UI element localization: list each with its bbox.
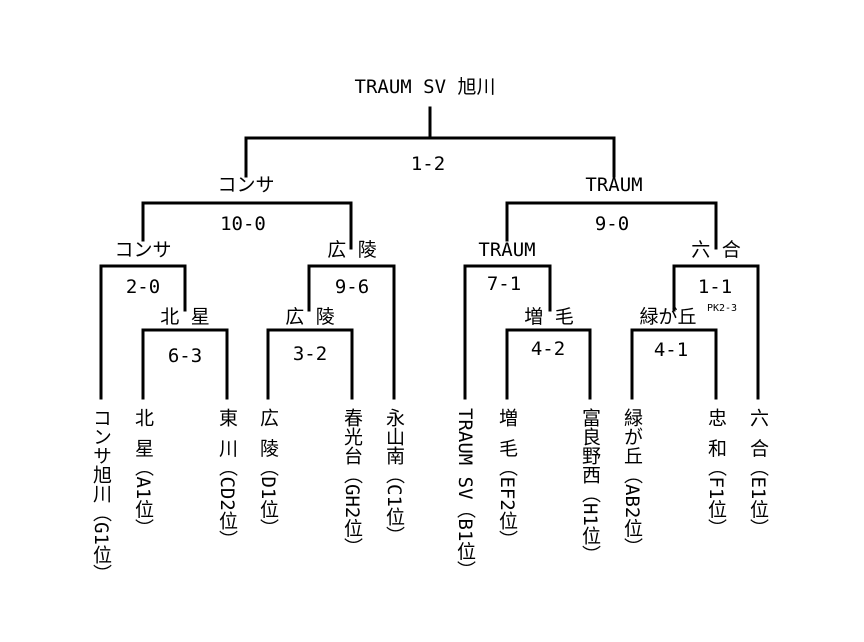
quarter-4-pk-note: PK2-3 (707, 303, 737, 314)
round1-4-line (630, 328, 718, 400)
semi-1-winner: コンサ (217, 174, 274, 196)
semi-right-line (505, 201, 718, 250)
team-higashikawa: 東 川（CD2位） (216, 408, 238, 549)
team-konsa-asahikawa: コンサ旭川（G1位） (90, 408, 112, 583)
round1-2-score: 3-2 (293, 343, 327, 365)
round1-3-score: 4-2 (531, 338, 565, 360)
team-nagayamaminami: 永山南（C1位） (383, 408, 405, 545)
champion-label: TRAUM SV 旭川 (355, 76, 496, 98)
semi-left-line (141, 201, 353, 250)
team-list: コンサ旭川（G1位） 北 星（A1位） 東 川（CD2位） 広 陵（D1位） 春… (90, 408, 769, 583)
round1-2-winner: 広 陵 (285, 306, 334, 328)
round1-1-winner: 北 星 (160, 306, 209, 328)
quarter-4-line (672, 264, 760, 400)
round1-4-score: 4-1 (654, 339, 688, 361)
quarter-4-winner: 六 合 (691, 239, 740, 261)
team-mashike: 増 毛（EF2位） (496, 408, 518, 549)
team-rokugo: 六 合（E1位） (747, 408, 769, 538)
team-midorigaoka: 緑が丘（AB2位） (621, 408, 643, 557)
quarter-3-line (463, 264, 552, 400)
quarter-1-score: 2-0 (126, 276, 160, 298)
quarter-1-winner: コンサ (114, 239, 171, 261)
semi-2-score: 9-0 (595, 213, 629, 235)
round1-3-winner: 増 毛 (524, 306, 573, 328)
team-traum-sv: TRAUM SV（B1位） (454, 408, 476, 579)
team-chuwa: 忠 和（F1位） (705, 408, 727, 538)
final-score: 1-2 (411, 153, 445, 175)
round1-3-line (505, 328, 592, 400)
semi-1-score: 10-0 (220, 213, 266, 235)
team-koryo: 広 陵（D1位） (257, 408, 279, 538)
quarter-3-winner: TRAUM (478, 239, 535, 261)
quarter-2-winner: 広 陵 (327, 239, 376, 261)
round1-4-winner: 緑が丘 (639, 306, 696, 328)
round1-1-score: 6-3 (168, 345, 202, 367)
quarter-4-score: 1-1 (698, 276, 732, 298)
quarter-1-line (99, 264, 187, 400)
quarter-2-line (307, 264, 396, 400)
round1-1-line (141, 328, 229, 400)
team-hokusei: 北 星（A1位） (132, 408, 154, 538)
team-shunkodai: 春光台（GH2位） (341, 408, 363, 557)
semi-2-winner: TRAUM (585, 174, 642, 196)
bracket-lines (99, 106, 760, 400)
quarter-3-score: 7-1 (487, 273, 521, 295)
final-line (244, 106, 616, 178)
team-furano-nishi: 富良野西（H1位） (579, 408, 601, 564)
round1-2-line (266, 328, 354, 400)
quarter-2-score: 9-6 (335, 276, 369, 298)
